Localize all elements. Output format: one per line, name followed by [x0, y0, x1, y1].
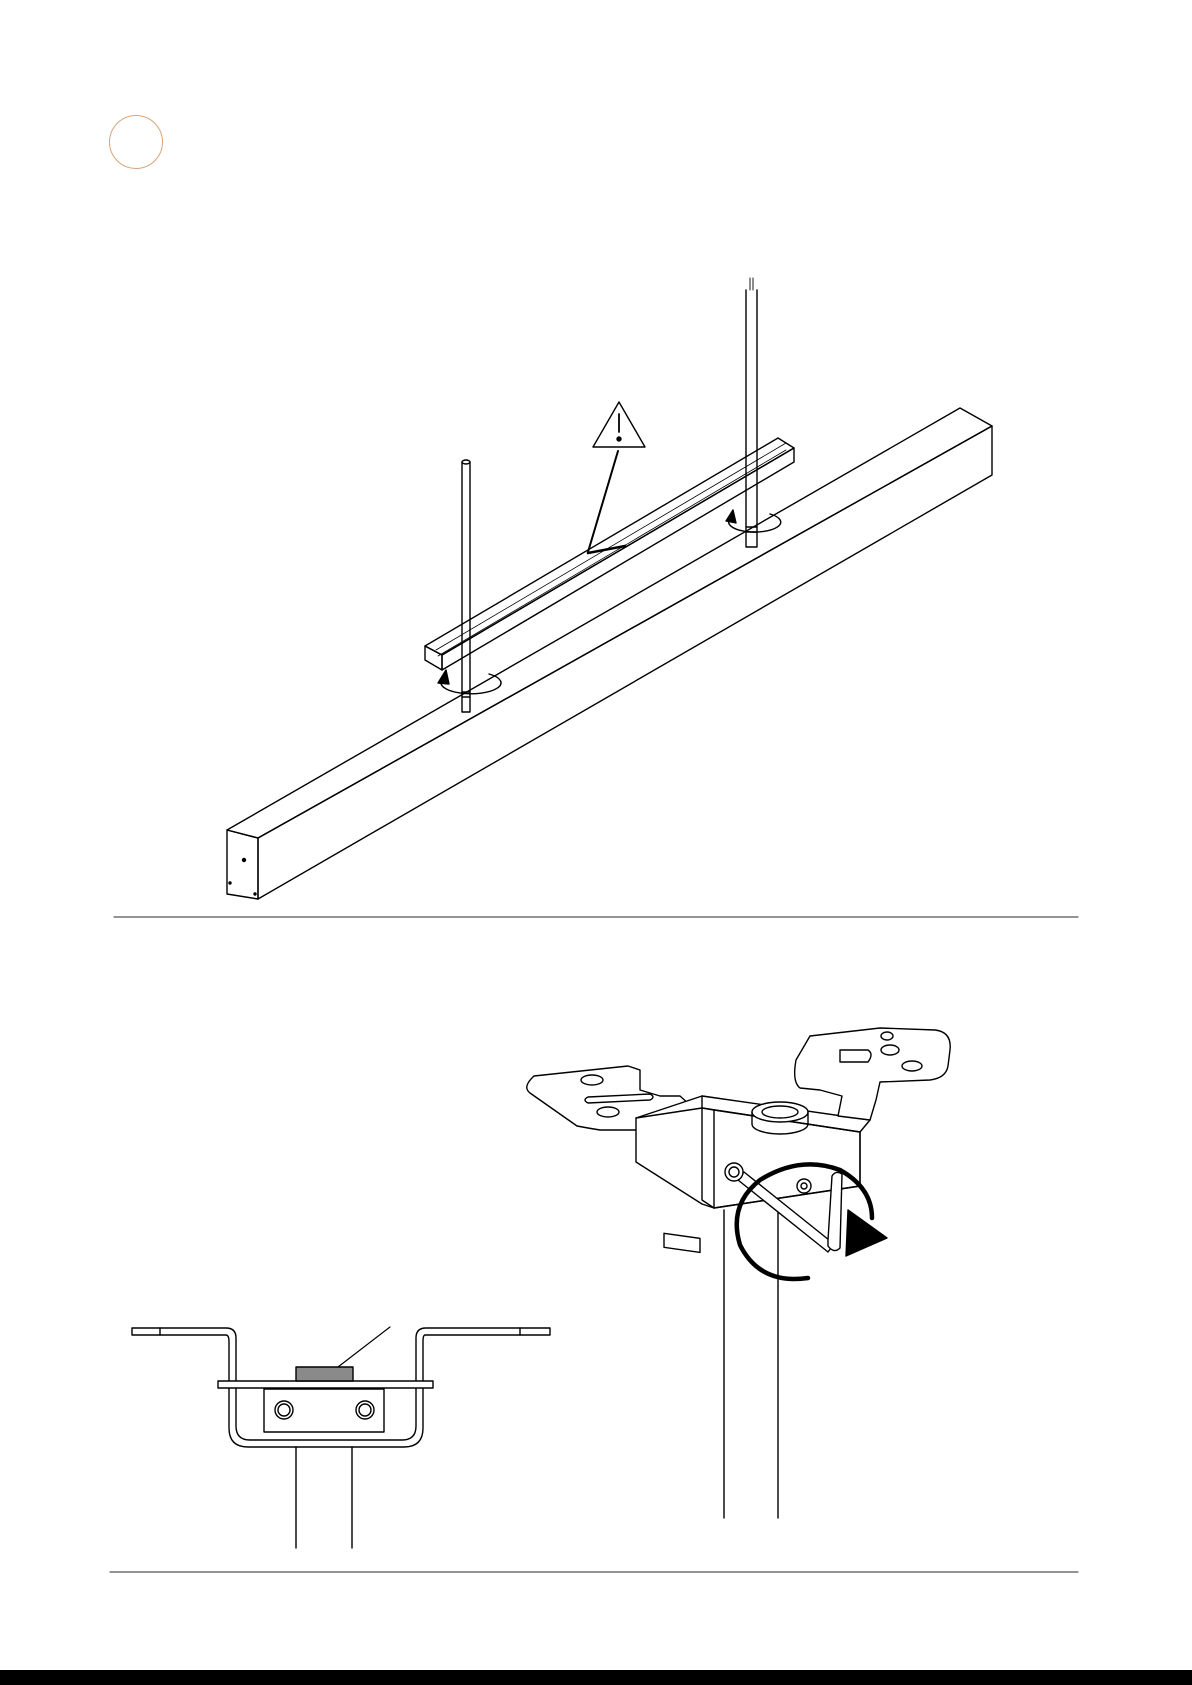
highlighted-pad	[296, 1367, 353, 1381]
bracket-perspective-view	[527, 1028, 950, 1518]
warning-icon	[588, 402, 645, 552]
page-footer-bar	[0, 1670, 1192, 1685]
right-rotation-arrow-icon	[726, 510, 781, 532]
left-suspension-rod	[462, 460, 470, 712]
right-suspension-rod	[746, 278, 757, 547]
overview-figure	[227, 278, 992, 899]
mounting-channel	[425, 438, 794, 670]
bracket-front-view	[132, 1327, 550, 1548]
